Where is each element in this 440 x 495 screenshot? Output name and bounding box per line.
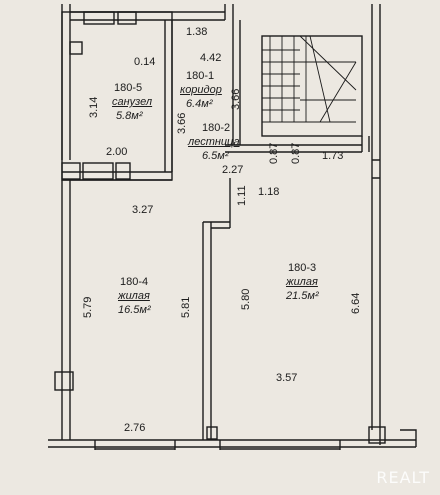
dim-0-14: 0.14 xyxy=(134,56,156,68)
fixture-left xyxy=(69,41,83,55)
column-left xyxy=(54,371,74,391)
room-id: 180-1 xyxy=(186,70,215,82)
room-area: 21.5м² xyxy=(286,290,319,302)
room-id: 180-5 xyxy=(114,82,143,94)
dim-3-14: 3.14 xyxy=(88,96,100,118)
wall-top xyxy=(70,11,225,21)
wall-bottom xyxy=(48,439,416,448)
room-name: лестница xyxy=(188,136,240,148)
fixture-bottom-2 xyxy=(82,162,114,180)
column-right xyxy=(368,426,386,444)
dim-0-87-a: 0.87 xyxy=(268,142,280,164)
fixture-top-1 xyxy=(83,11,115,25)
wall-top-notch xyxy=(224,4,234,20)
wall-stair-right xyxy=(361,136,370,152)
dim-4-42: 4.42 xyxy=(200,52,222,64)
wall-toilet-bottom xyxy=(62,171,172,181)
wall-left-lower xyxy=(61,180,71,440)
room-area: 5.8м² xyxy=(116,110,143,122)
room-name: коридор xyxy=(180,84,222,96)
dim-1-38: 1.38 xyxy=(186,26,208,38)
dim-3-66-b: 3.66 xyxy=(230,88,242,110)
wall-left-upper xyxy=(61,4,71,160)
window-left xyxy=(94,440,176,450)
room-id: 180-4 xyxy=(120,276,149,288)
wall-right-break xyxy=(372,159,380,179)
dim-3-66-a: 3.66 xyxy=(176,112,188,134)
dim-5-80: 5.80 xyxy=(240,288,252,310)
room-name: жилая xyxy=(286,276,318,288)
dim-1-73: 1.73 xyxy=(322,150,344,162)
room-area: 16.5м² xyxy=(118,304,151,316)
dim-3-27: 3.27 xyxy=(132,204,154,216)
wall-partition-top xyxy=(203,221,230,229)
column-middle xyxy=(206,426,218,440)
dim-3-57: 3.57 xyxy=(276,372,298,384)
fixture-bottom-1 xyxy=(61,162,81,180)
window-right xyxy=(219,440,341,450)
room-name: жилая xyxy=(118,290,150,302)
stair-left-wall xyxy=(232,20,241,145)
dim-5-79: 5.79 xyxy=(82,296,94,318)
dim-2-76: 2.76 xyxy=(124,422,146,434)
room-area: 6.4м² xyxy=(186,98,213,110)
wall-corridor-bottom xyxy=(225,144,362,153)
toilet-right-wall xyxy=(164,20,173,172)
dim-0-87-b: 0.87 xyxy=(290,142,302,164)
dim-1-18: 1.18 xyxy=(258,186,280,198)
wall-corner xyxy=(400,429,417,447)
dim-2-27: 2.27 xyxy=(222,164,244,176)
room-id: 180-3 xyxy=(288,262,317,274)
watermark: REALT xyxy=(376,468,430,487)
dim-2-00: 2.00 xyxy=(106,146,128,158)
room-id: 180-2 xyxy=(202,122,231,134)
room-area: 6.5м² xyxy=(202,150,229,162)
dim-6-64: 6.64 xyxy=(350,292,362,314)
dim-5-81: 5.81 xyxy=(180,296,192,318)
wall-right xyxy=(371,4,381,445)
room-name: санузел xyxy=(112,96,153,108)
fixture-bottom-3 xyxy=(115,162,131,180)
wall-partition xyxy=(202,222,212,440)
fixture-top-2 xyxy=(117,11,137,25)
dim-1-11: 1.11 xyxy=(236,185,248,206)
